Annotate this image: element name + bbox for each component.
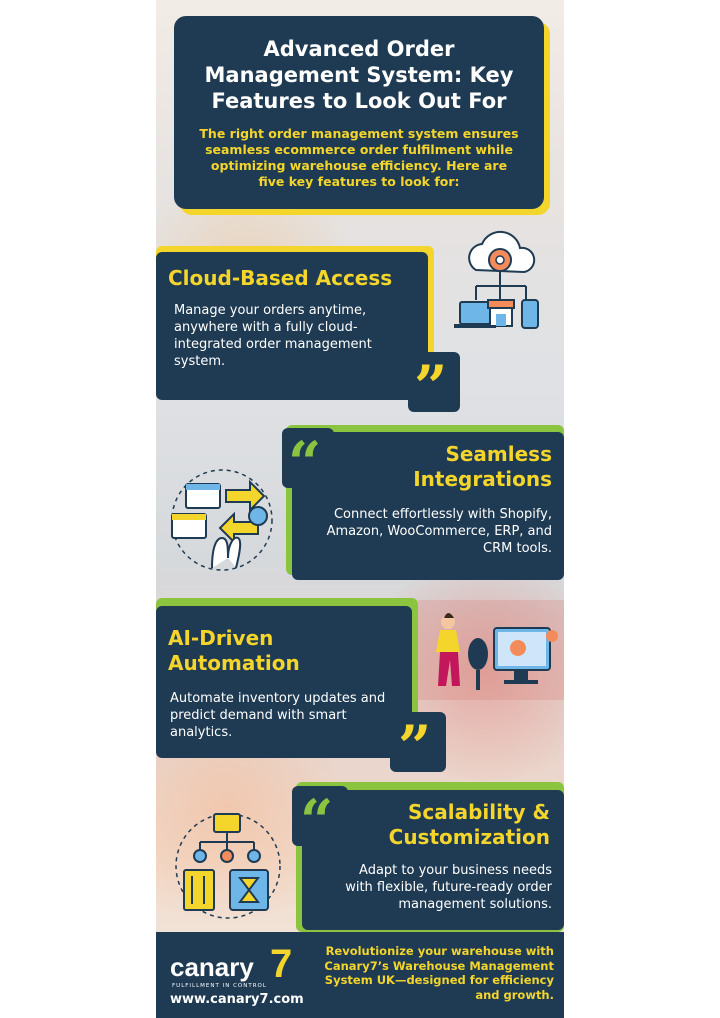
close-quote-icon: ” — [414, 353, 448, 421]
feature-title: Scalability & Customization — [388, 800, 550, 849]
website-link[interactable]: www.canary7.com — [170, 992, 304, 1007]
feature-text: Manage your orders anytime, anywhere wit… — [174, 303, 372, 369]
ai-assistant-icon — [418, 600, 564, 700]
header-box: Advanced Order Management System: Key Fe… — [174, 16, 544, 209]
integration-arrows-icon — [171, 469, 273, 571]
feature-card-ai: AI-Driven Automation Automate inventory … — [156, 606, 412, 758]
quote-box: ” — [408, 352, 460, 416]
feature-card-integrations: Seamless Integrations Connect effortless… — [292, 432, 564, 580]
feature-text: Connect effortlessly with Shopify, Amazo… — [326, 507, 552, 556]
quote-box: “ — [282, 428, 334, 492]
footer: canary 7 FULFILLMENT IN CONTROL www.cana… — [156, 932, 564, 1018]
page-subtitle: The right order management system ensure… — [199, 126, 519, 189]
feature-title: Cloud-Based Access — [168, 266, 393, 290]
feature-title: AI-Driven Automation — [168, 626, 300, 675]
brand-tagline: FULFILLMENT IN CONTROL — [172, 983, 267, 989]
close-quote-icon: ” — [398, 713, 432, 781]
quote-box: “ — [292, 786, 348, 850]
feature-text: Adapt to your business needs with flexib… — [345, 863, 552, 912]
open-quote-icon: “ — [288, 429, 322, 497]
quote-box: ” — [390, 712, 446, 776]
cloud-network-icon — [454, 230, 539, 329]
footer-cta: Revolutionize your warehouse with Canary… — [324, 944, 554, 1002]
open-quote-icon: “ — [300, 787, 334, 855]
feature-title: Seamless Integrations — [413, 442, 552, 491]
infographic: Advanced Order Management System: Key Fe… — [156, 0, 564, 1018]
feature-text: Automate inventory updates and predict d… — [170, 691, 386, 740]
scalability-icon — [175, 813, 281, 919]
brand-logo: canary — [170, 952, 254, 982]
brand-logo-seven: 7 — [270, 942, 293, 986]
page-title: Advanced Order Management System: Key Fe… — [204, 37, 514, 113]
feature-card-cloud: Cloud-Based Access Manage your orders an… — [156, 252, 428, 400]
